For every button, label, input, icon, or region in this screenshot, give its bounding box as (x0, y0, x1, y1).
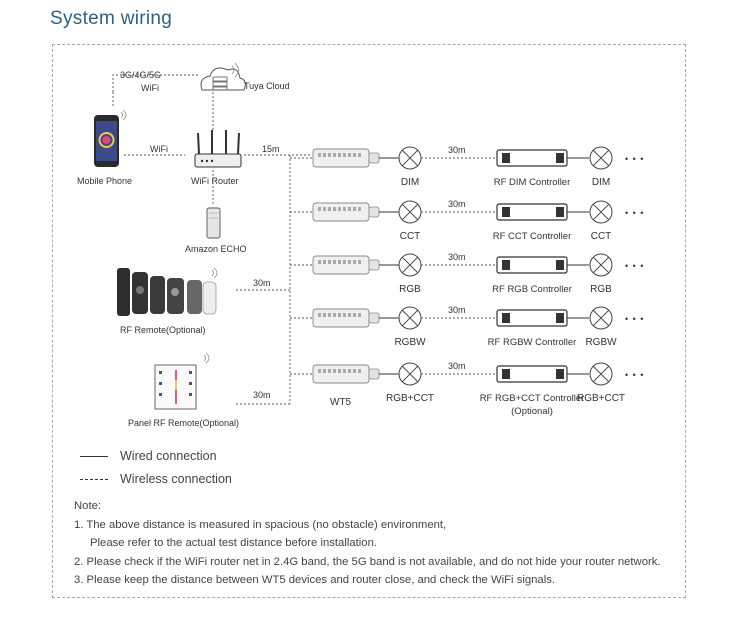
controller-distance: 30m (448, 252, 466, 262)
load-label: RGB+CCT (386, 393, 434, 404)
device-label: WT5 (330, 397, 352, 408)
end-lamp-icon (589, 253, 613, 277)
controller-distance: 30m (448, 199, 466, 209)
end-lamp-icon (589, 362, 613, 386)
load-label: RGB (399, 284, 421, 295)
diagram-frame (52, 44, 686, 598)
end-lamp-icon (589, 306, 613, 330)
controller-label: RF DIM Controller (494, 177, 571, 188)
wt5-device-icon (312, 202, 380, 222)
rf-controller-icon (496, 309, 568, 327)
panel-remote-icon (154, 352, 210, 410)
legend-wireless-swatch (80, 478, 108, 480)
note-2: 2. Please check if the WiFi router net i… (74, 555, 661, 568)
load-label: CCT (400, 231, 421, 242)
wt5-device-icon (312, 148, 380, 168)
legend-wireless: Wireless connection (80, 472, 232, 486)
load-lamp-icon (398, 253, 422, 277)
legend-wired: Wired connection (80, 449, 217, 463)
controller-label: RF RGBW Controller (488, 337, 577, 348)
controller-label: RF RGB+CCT Controller (480, 393, 585, 404)
controller-distance: 30m (448, 361, 466, 371)
end-label: RGB+CCT (577, 393, 625, 404)
panel-remote-distance: 30m (253, 390, 271, 400)
end-label: DIM (592, 177, 610, 188)
phone-link-label: WiFi (150, 144, 168, 154)
controller-distance: 30m (448, 305, 466, 315)
network-label-line1: 3G/4G/5G (120, 70, 161, 80)
rf-controller-icon (496, 256, 568, 274)
wifi-router-icon (194, 130, 242, 168)
note-1: 1. The above distance is measured in spa… (74, 518, 447, 531)
phone-cloud-link (112, 74, 200, 92)
end-lamp-icon (589, 146, 613, 170)
legend-wired-label: Wired connection (120, 449, 217, 463)
controller-label: RF RGB Controller (492, 284, 572, 295)
legend-wired-swatch (80, 455, 108, 457)
notes-block: Note: 1. The above distance is measured … (74, 497, 661, 590)
router-label: WiFi Router (191, 176, 239, 186)
panel-remote-label: Panel RF Remote(Optional) (128, 418, 239, 428)
legend-wireless-label: Wireless connection (120, 472, 232, 486)
rf-remote-label: RF Remote(Optional) (120, 325, 206, 335)
more-symbol: • • • (625, 261, 644, 271)
load-label: RGBW (394, 337, 426, 348)
more-symbol: • • • (625, 314, 644, 324)
controller-label: RF CCT Controller (493, 231, 571, 242)
notes-heading: Note: (74, 500, 102, 512)
rf-controller-icon (496, 365, 568, 383)
amazon-echo-icon (206, 207, 221, 239)
controller-sublabel: (Optional) (511, 406, 553, 417)
mobile-phone-icon (94, 109, 127, 167)
network-label-line2: WiFi (141, 83, 159, 93)
rf-remote-distance: 30m (253, 278, 271, 288)
cloud-label: Tuya Cloud (244, 81, 290, 91)
load-lamp-icon (398, 362, 422, 386)
end-label: RGB (590, 284, 612, 295)
wt5-device-icon (312, 308, 380, 328)
note-3: 3. Please keep the distance between WT5 … (74, 574, 556, 586)
more-symbol: • • • (625, 154, 644, 164)
end-label: RGBW (585, 337, 617, 348)
controller-distance: 30m (448, 145, 466, 155)
echo-label: Amazon ECHO (185, 244, 247, 254)
router-distance: 15m (262, 144, 280, 154)
load-lamp-icon (398, 146, 422, 170)
more-symbol: • • • (625, 208, 644, 218)
rf-controller-icon (496, 203, 568, 221)
tuya-cloud-icon (200, 62, 246, 91)
device-rows: DIM 30m RF DIM Controller DIM • • • CCT 30m RF … (290, 145, 644, 417)
page-title: System wiring (50, 8, 173, 29)
note-1-continued: Please refer to the actual test distance… (90, 537, 377, 549)
load-lamp-icon (398, 306, 422, 330)
more-symbol: • • • (625, 370, 644, 380)
load-lamp-icon (398, 200, 422, 224)
end-lamp-icon (589, 200, 613, 224)
wt5-device-icon (312, 255, 380, 275)
rf-controller-icon (496, 149, 568, 167)
wt5-device-icon (312, 364, 380, 384)
load-label: DIM (401, 177, 419, 188)
phone-label: Mobile Phone (77, 176, 132, 186)
end-label: CCT (591, 231, 612, 242)
rf-remote-icon (117, 267, 218, 316)
